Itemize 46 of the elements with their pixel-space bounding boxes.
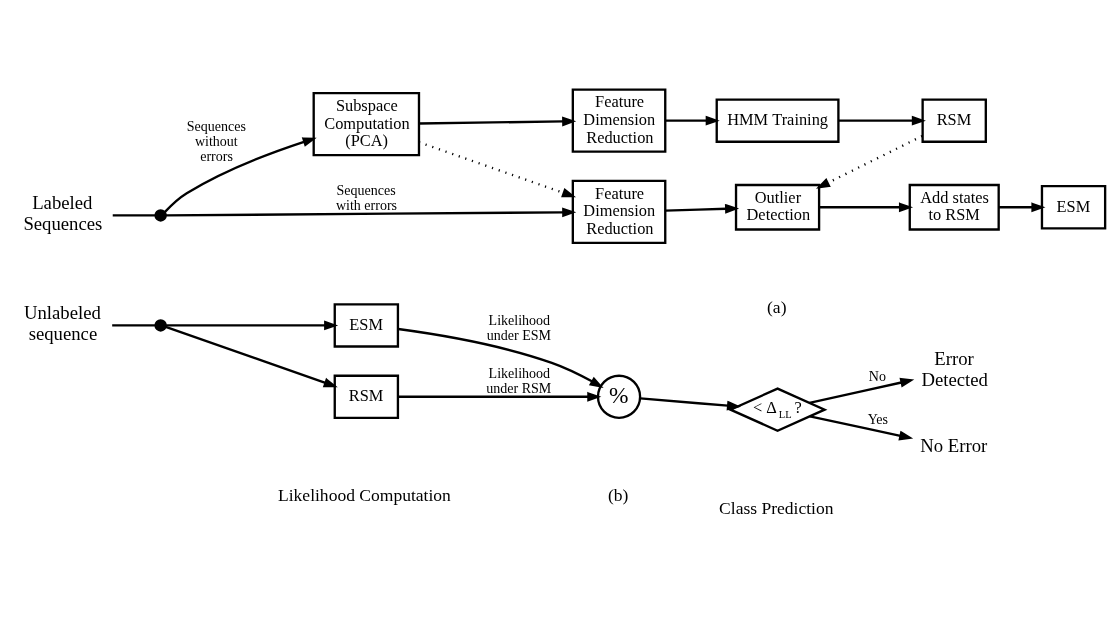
node-circle — [154, 208, 167, 222]
node-text: Error Detected — [921, 347, 988, 390]
arrow — [665, 203, 740, 214]
node-box: Subspace Computation (PCA) — [312, 91, 421, 156]
node-box: Outlier Detection — [734, 183, 821, 231]
arrow — [809, 414, 914, 440]
arrow — [398, 391, 602, 402]
arrow — [665, 115, 720, 126]
edge-label: Sequences without errors — [186, 117, 246, 164]
arrow — [838, 115, 926, 126]
label: Likelihood Computation — [278, 484, 451, 505]
edge-label: Sequences with errors — [335, 181, 398, 213]
node-box: Feature Dimension Reduction — [571, 88, 667, 153]
arrow — [419, 116, 577, 126]
arrow — [163, 136, 317, 213]
node-text: Unlabeled sequence — [23, 301, 101, 344]
arrow — [809, 377, 915, 404]
node-box: ESM — [1040, 184, 1107, 229]
node-box: RSM — [921, 97, 987, 143]
edge-label: Yes — [867, 410, 889, 427]
node-circle: % — [596, 374, 642, 419]
arrow — [418, 140, 576, 197]
arrow — [640, 396, 742, 410]
node-box: ESM — [333, 302, 400, 348]
arrow — [998, 201, 1046, 212]
label: Class Prediction — [719, 497, 834, 518]
label: (a) — [767, 296, 787, 317]
arrow — [816, 134, 923, 189]
connector — [112, 213, 156, 217]
label: (b) — [607, 484, 629, 505]
node-text: Labeled Sequences — [23, 191, 103, 234]
node-circle — [154, 318, 167, 332]
node-text: No Error — [920, 434, 988, 456]
node-box: Feature Dimension Reduction — [571, 179, 667, 244]
connector — [112, 323, 156, 327]
arrow — [165, 325, 338, 387]
edge-label: Likelihood under RSM — [486, 364, 552, 396]
arrow — [165, 206, 577, 217]
arrow — [166, 320, 339, 330]
node-box: RSM — [333, 374, 400, 419]
node-box: HMM Training — [715, 97, 840, 143]
arrow — [398, 327, 604, 388]
node-box: Add states to RSM — [908, 183, 1000, 231]
edge-label: No — [868, 367, 886, 384]
edge-label: Likelihood under ESM — [486, 311, 552, 343]
arrow — [819, 201, 914, 212]
